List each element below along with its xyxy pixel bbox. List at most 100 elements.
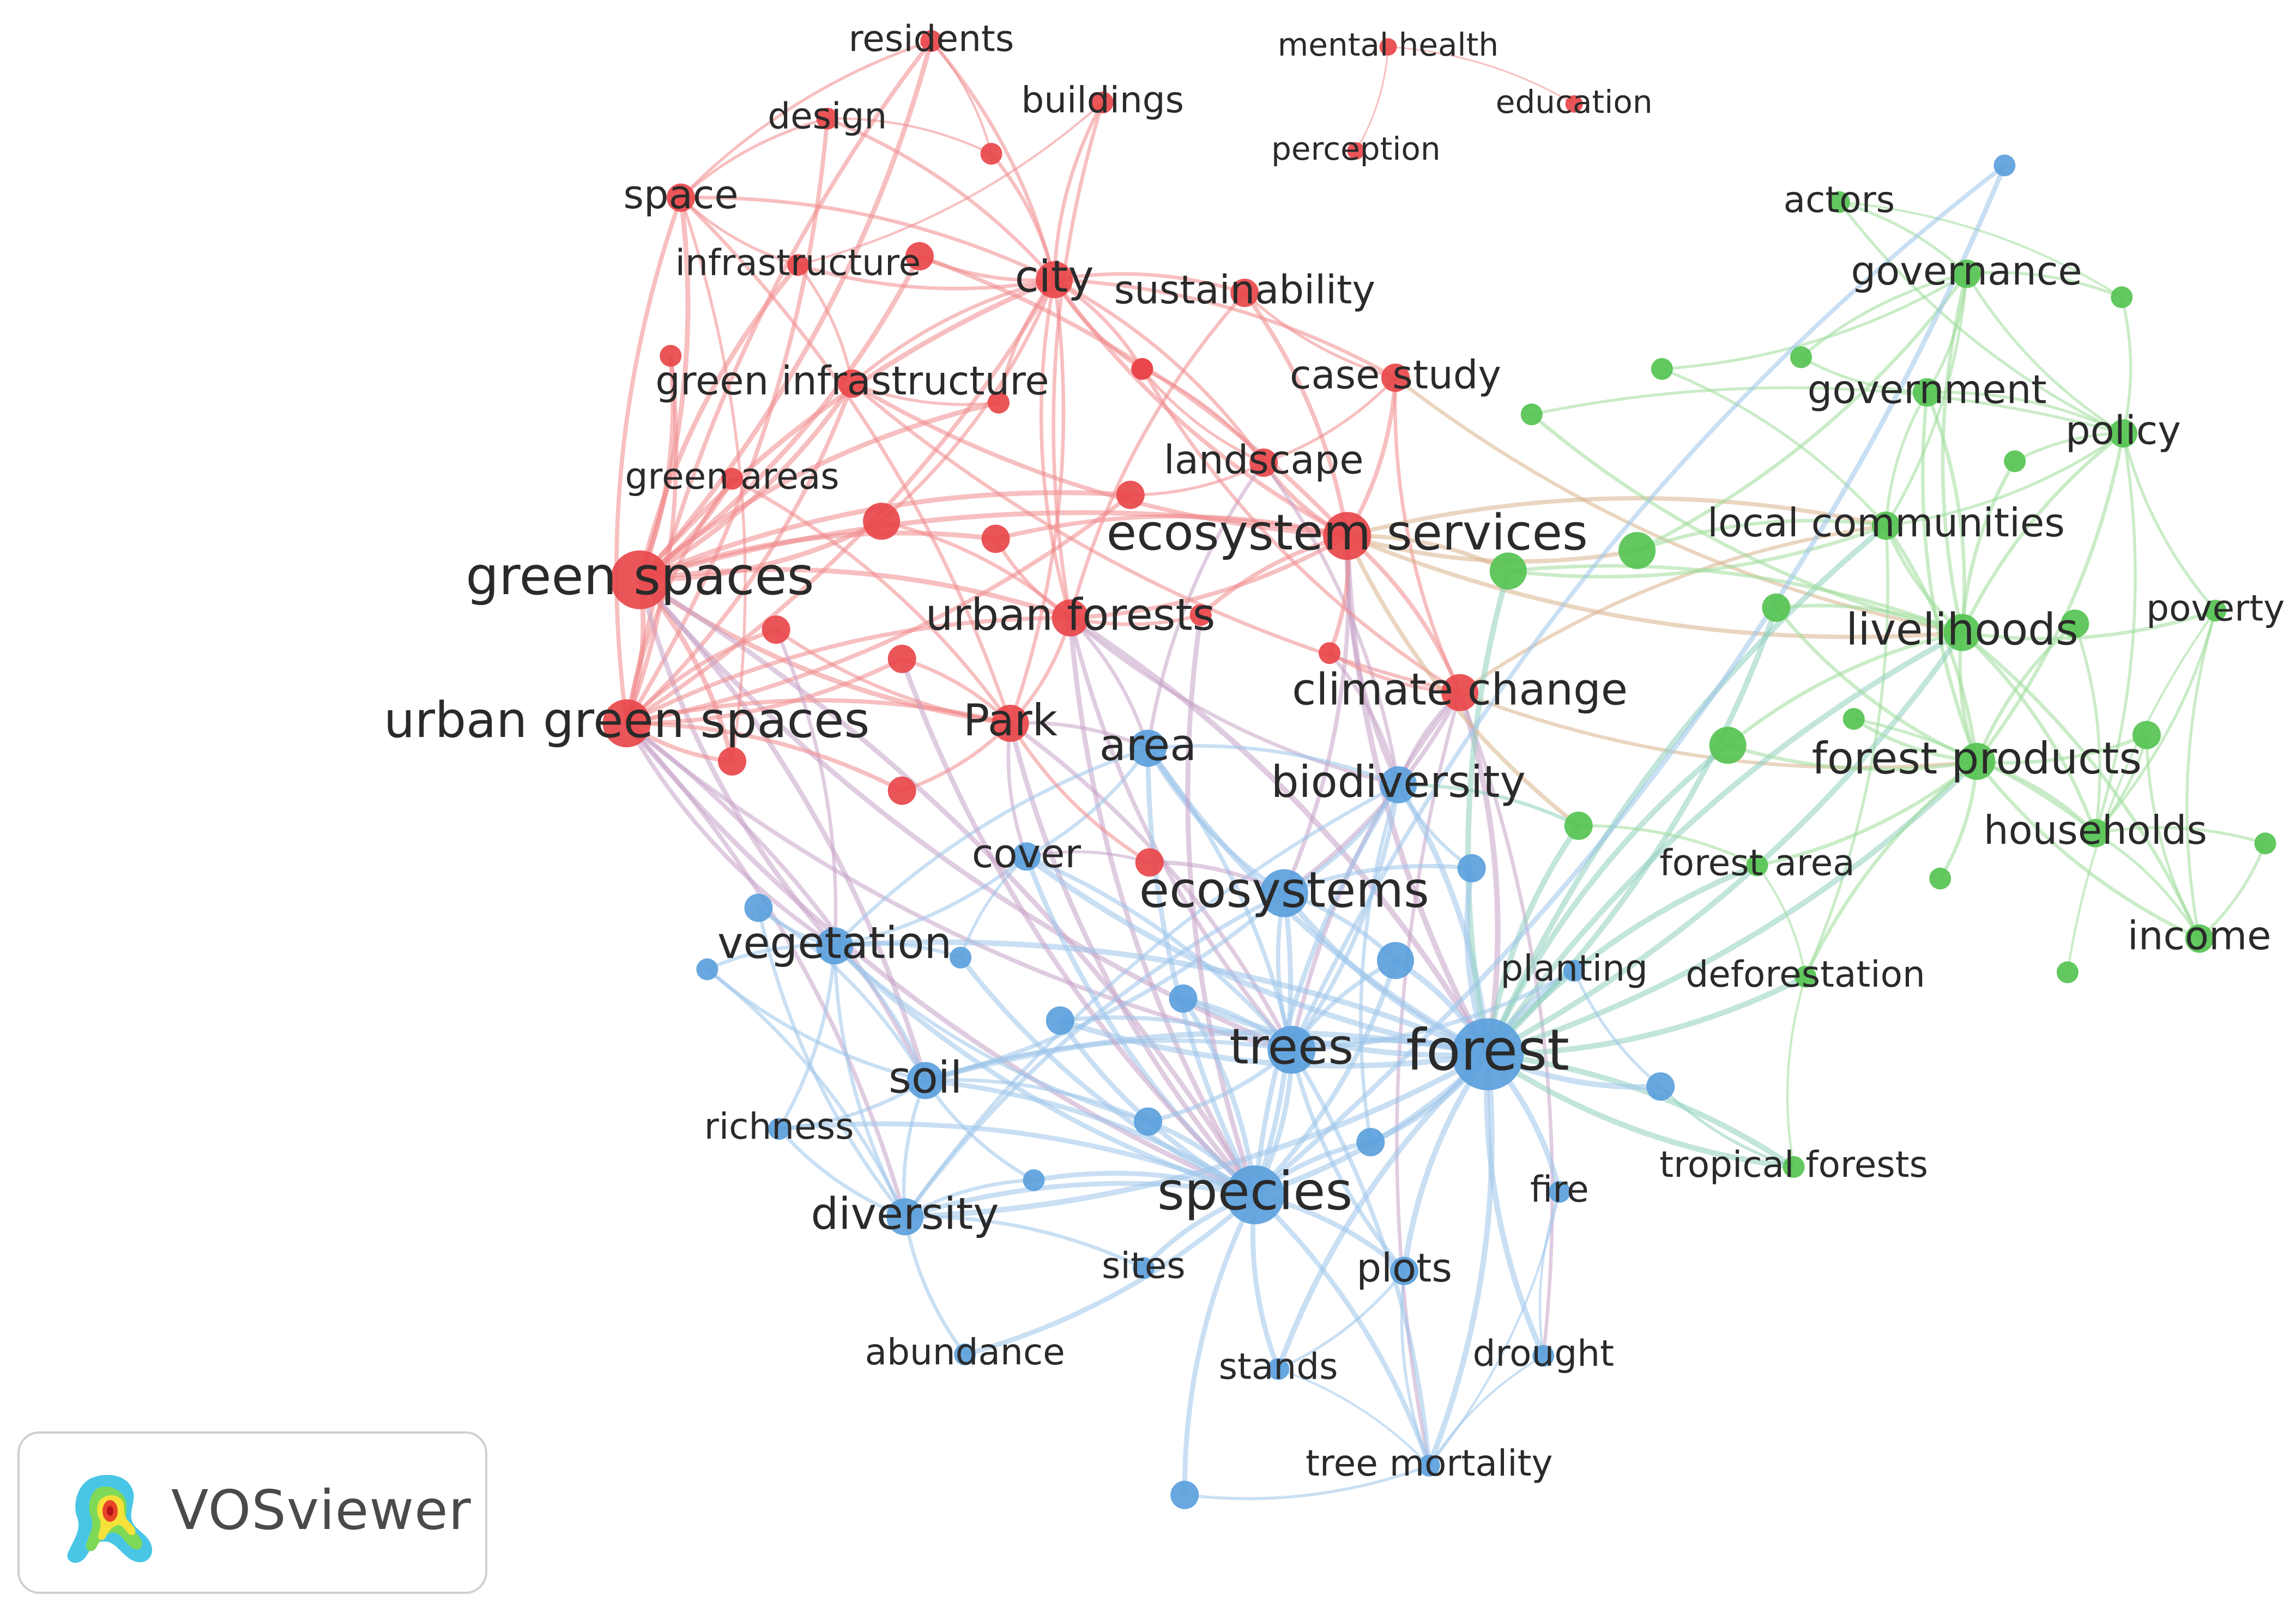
node-unlabeled[interactable]: [988, 391, 1010, 414]
node-unlabeled[interactable]: [2254, 832, 2276, 855]
node-unlabeled[interactable]: [1170, 1480, 1199, 1509]
node-unlabeled[interactable]: [1116, 480, 1145, 509]
node-sustainability[interactable]: [1230, 279, 1259, 307]
node-tropical-forests[interactable]: [1783, 1156, 1805, 1178]
vosviewer-logo-badge: VOSviewer: [17, 1431, 487, 1594]
node-biodiversity[interactable]: [1380, 766, 1417, 803]
node-case-study[interactable]: [1381, 364, 1410, 392]
node-unlabeled[interactable]: [905, 242, 934, 271]
node-design[interactable]: [816, 107, 838, 130]
node-actors[interactable]: [1828, 191, 1850, 213]
network-link: [626, 721, 903, 793]
node-unlabeled[interactable]: [887, 776, 916, 805]
node-ecosystem-services[interactable]: [1323, 512, 1371, 560]
node-cover[interactable]: [1012, 842, 1041, 871]
node-unlabeled[interactable]: [980, 143, 1002, 165]
node-urban-green-spaces[interactable]: [602, 699, 651, 747]
node-landscape[interactable]: [1249, 448, 1278, 477]
node-unlabeled[interactable]: [1709, 727, 1747, 764]
node-vegetation[interactable]: [816, 927, 854, 965]
node-unlabeled[interactable]: [2132, 721, 2161, 749]
node-unlabeled[interactable]: [1842, 708, 1865, 730]
node-trees[interactable]: [1267, 1026, 1316, 1074]
node-local-communities[interactable]: [1871, 511, 1900, 540]
node-infrastructure[interactable]: [787, 254, 809, 276]
node-unlabeled[interactable]: [718, 747, 747, 776]
node-city[interactable]: [1036, 261, 1073, 299]
node-unlabeled[interactable]: [1169, 984, 1198, 1013]
node-households[interactable]: [2081, 819, 2110, 848]
node-unlabeled[interactable]: [744, 893, 773, 922]
node-park[interactable]: [992, 705, 1029, 742]
node-unlabeled[interactable]: [1023, 1169, 1045, 1192]
node-climate-change[interactable]: [1441, 674, 1479, 711]
node-mental-health[interactable]: [1379, 38, 1397, 56]
node-unlabeled[interactable]: [2061, 609, 2089, 638]
node-deforestation[interactable]: [1794, 965, 1817, 988]
node-fire[interactable]: [1548, 1181, 1570, 1203]
node-unlabeled[interactable]: [887, 644, 916, 673]
node-unlabeled[interactable]: [1646, 1072, 1675, 1101]
node-unlabeled[interactable]: [1131, 358, 1153, 380]
node-poverty[interactable]: [2204, 600, 2227, 622]
node-unlabeled[interactable]: [1356, 1128, 1385, 1157]
node-education[interactable]: [1565, 95, 1583, 113]
node-unlabeled[interactable]: [2056, 961, 2079, 983]
node-unlabeled[interactable]: [1134, 1107, 1162, 1136]
node-unlabeled[interactable]: [1457, 854, 1486, 882]
node-abundance[interactable]: [954, 1343, 976, 1365]
node-governance[interactable]: [1952, 259, 1981, 288]
node-planting[interactable]: [1563, 960, 1585, 982]
network-link: [1009, 721, 1294, 1051]
node-unlabeled[interactable]: [2111, 286, 2133, 309]
node-green-spaces[interactable]: [610, 550, 669, 609]
node-unlabeled[interactable]: [1520, 403, 1543, 426]
node-forest-products[interactable]: [1958, 742, 1996, 780]
node-unlabeled[interactable]: [863, 503, 901, 540]
node-unlabeled[interactable]: [1489, 552, 1527, 590]
node-space[interactable]: [667, 183, 696, 212]
node-policy[interactable]: [2109, 419, 2137, 448]
node-plots[interactable]: [1390, 1256, 1419, 1285]
node-unlabeled[interactable]: [1790, 346, 1812, 368]
node-unlabeled[interactable]: [762, 615, 790, 644]
node-unlabeled[interactable]: [1319, 642, 1341, 664]
node-forest-area[interactable]: [1746, 854, 1768, 876]
node-green-areas[interactable]: [721, 468, 744, 490]
node-unlabeled[interactable]: [1993, 154, 2016, 177]
node-urban-forests[interactable]: [1052, 599, 1089, 637]
node-area[interactable]: [1129, 729, 1167, 767]
node-green-infrastructure[interactable]: [838, 369, 867, 398]
node-stands[interactable]: [1267, 1358, 1290, 1380]
node-tree-mortality[interactable]: [1418, 1454, 1440, 1477]
node-perception[interactable]: [1347, 142, 1365, 160]
node-species[interactable]: [1225, 1165, 1285, 1224]
node-forest[interactable]: [1452, 1018, 1524, 1091]
node-unlabeled[interactable]: [981, 524, 1010, 553]
node-buildings[interactable]: [1091, 92, 1114, 113]
node-unlabeled[interactable]: [1651, 358, 1673, 380]
node-ecosystems[interactable]: [1260, 869, 1308, 917]
node-unlabeled[interactable]: [1189, 604, 1212, 626]
node-soil[interactable]: [907, 1062, 944, 1099]
node-unlabeled[interactable]: [1135, 848, 1164, 877]
node-unlabeled[interactable]: [950, 946, 972, 969]
node-unlabeled[interactable]: [1929, 867, 1951, 890]
node-income[interactable]: [2185, 924, 2214, 953]
node-unlabeled[interactable]: [2004, 450, 2026, 473]
node-residents[interactable]: [920, 30, 942, 52]
node-diversity[interactable]: [886, 1198, 924, 1236]
node-unlabeled[interactable]: [1046, 1006, 1074, 1035]
node-unlabeled[interactable]: [1564, 812, 1593, 840]
node-sites[interactable]: [1132, 1257, 1155, 1279]
node-unlabeled[interactable]: [660, 344, 682, 367]
node-livelihoods[interactable]: [1943, 614, 1981, 651]
node-unlabeled[interactable]: [1377, 942, 1414, 980]
node-drought[interactable]: [1532, 1345, 1555, 1367]
node-unlabeled[interactable]: [1762, 593, 1791, 622]
node-richness[interactable]: [768, 1118, 790, 1140]
node-government[interactable]: [1913, 378, 1942, 407]
node-unlabeled[interactable]: [696, 958, 718, 981]
node-unlabeled[interactable]: [1618, 532, 1656, 569]
